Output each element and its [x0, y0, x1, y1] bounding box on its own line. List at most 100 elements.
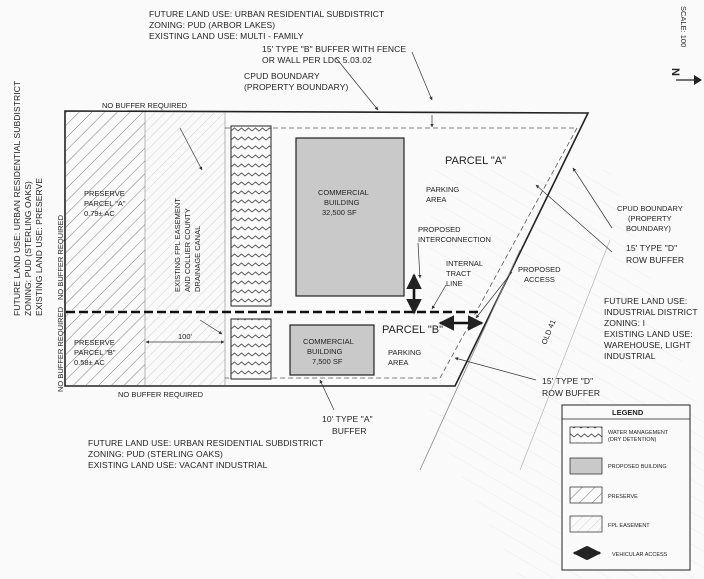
no-buffer-bottom: NO BUFFER REQUIRED [118, 390, 204, 399]
scale-label: SCALE: 100 [679, 6, 688, 47]
leader-row-d-top [535, 184, 613, 253]
commercial-building-b [289, 324, 375, 376]
row-d-top-line-1: 15' TYPE "D" [626, 243, 677, 253]
interconnection-line-1: PROPOSED [418, 225, 461, 234]
legend-item-water-label: WATER MANAGEMENT [608, 430, 669, 436]
internal-tract-line-1: INTERNAL [446, 259, 483, 268]
parking-a-line-1: PARKING [426, 185, 459, 194]
internal-tract-line-2: TRACT [446, 269, 471, 278]
right-note-line-4: EXISTING LAND USE: [604, 329, 693, 339]
access-line-2: ACCESS [524, 275, 555, 284]
parking-b-line-2: AREA [388, 358, 408, 367]
buffer-b-line-2: OR WALL PER LDC 5.03.02 [262, 55, 372, 65]
leader-buffer-a [319, 379, 335, 411]
leader-fpl [179, 127, 203, 171]
cpud-right-line-3: BOUNDARY) [626, 224, 671, 233]
legend-swatch-fpl [569, 515, 603, 533]
no-buffer-left-a: NO BUFFER REQUIRED [56, 214, 65, 300]
leader-row-d-bottom [454, 357, 537, 381]
legend-swatch-water [569, 426, 603, 444]
legend-swatch-preserve [569, 486, 603, 504]
north-arrow: SCALE: 100 N [669, 6, 702, 85]
right-note-line-6: INDUSTRIAL [604, 351, 656, 361]
legend-swatch-building [569, 457, 603, 475]
dimension-label: 100' [178, 332, 193, 341]
preserve-b-line-1: PRESERVE [74, 338, 115, 347]
fpl-label: EXISTING FPL EASEMENT AND COLLIER COUNTY… [173, 198, 202, 292]
commercial-building-a [295, 137, 405, 297]
leader-access [475, 271, 513, 319]
building-a-line-1: COMMERCIAL [318, 188, 369, 197]
no-buffer-top: NO BUFFER REQUIRED [102, 101, 188, 110]
bottom-note-line-1: FUTURE LAND USE: URBAN RESIDENTIAL SUBDI… [88, 438, 323, 448]
top-note-line-1: FUTURE LAND USE: URBAN RESIDENTIAL SUBDI… [149, 9, 384, 19]
right-note-line-1: FUTURE LAND USE: [604, 296, 687, 306]
access-line-1: PROPOSED [518, 265, 561, 274]
leader-buffer-b [411, 51, 433, 101]
legend-item-access-label: VEHICULAR ACCESS [612, 552, 668, 558]
cpud-top-line-2: (PROPERTY BOUNDARY) [244, 82, 348, 92]
left-note-line-3: EXISTING LAND USE: PRESERVE [34, 178, 44, 316]
fpl-easement-area-b [145, 314, 225, 385]
right-note-line-2: INDUSTRIAL DISTRICT [604, 307, 698, 317]
setback-line [225, 127, 578, 379]
parking-b-line-1: PARKING [388, 348, 421, 357]
cpud-right-line-1: CPUD BOUNDARY [617, 204, 683, 213]
cpud-right-line-2: (PROPERTY [628, 214, 672, 223]
cpud-boundary [64, 110, 590, 387]
preserve-parcel-b-area [66, 314, 145, 385]
buffer-a-line-1: 10' TYPE "A" [322, 414, 373, 424]
leader-cpud-top [335, 57, 379, 111]
dry-detention-b-pattern [231, 319, 271, 379]
right-note-line-3: ZONING: I [604, 318, 645, 328]
fpl-line-1: EXISTING FPL EASEMENT [173, 198, 182, 292]
preserve-a-line-1: PRESERVE [84, 189, 125, 198]
bottom-note-line-2: ZONING: PUD (STERLING OAKS) [88, 449, 223, 459]
fpl-line-3: DRAINAGE CANAL [193, 226, 202, 292]
right-note-line-5: WAREHOUSE, LIGHT [604, 340, 691, 350]
legend-item-water-sub: (DRY DETENTION) [608, 437, 657, 443]
building-b-line-2: BUILDING [307, 347, 343, 356]
bottom-note-line-3: EXISTING LAND USE: VACANT INDUSTRIAL [88, 460, 268, 470]
buffer-a-line-2: BUFFER [332, 426, 367, 436]
parcel-a-label: PARCEL "A" [445, 155, 506, 167]
left-note: FUTURE LAND USE: URBAN RESIDENTIAL SUBDI… [12, 81, 44, 316]
legend-item-preserve-label: PRESERVE [608, 494, 638, 500]
building-b-line-3: 7,500 SF [312, 357, 343, 366]
north-letter: N [669, 68, 681, 76]
legend-item-building-label: PROPOSED BUILDING [608, 464, 667, 470]
row-d-top-line-2: ROW BUFFER [626, 255, 684, 265]
parking-a-line-2: AREA [426, 195, 446, 204]
leader-cpud-right [572, 167, 613, 229]
road-edge-2 [519, 239, 611, 471]
north-arrow-head [694, 75, 702, 85]
road-edge-1 [419, 249, 521, 471]
no-buffer-left-b: NO BUFFER REQUIRED [56, 306, 65, 392]
internal-tract-line-3: LINE [446, 279, 463, 288]
top-note-line-2: ZONING: PUD (ARBOR LAKES) [149, 20, 275, 30]
leader-internal-tract [431, 284, 447, 310]
preserve-a-line-3: 0.79± AC [84, 209, 115, 218]
row-d-bottom-line-2: ROW BUFFER [542, 388, 600, 398]
preserve-b-line-2: PARCEL "B" [74, 348, 116, 357]
leader-fpl-2 [199, 319, 223, 335]
top-note-line-3: EXISTING LAND USE: MULTI - FAMILY [149, 31, 304, 41]
preserve-a-line-2: PARCEL "A" [84, 199, 126, 208]
fpl-line-2: AND COLLIER COUNTY [183, 208, 192, 292]
leader-interconnection [417, 242, 422, 279]
dry-detention-a-pattern [231, 126, 271, 306]
preserve-parcel-a-area [66, 112, 145, 310]
left-note-line-2: ZONING: PUD (STERLING OAKS) [23, 181, 33, 316]
row-d-bottom-line-1: 15' TYPE "D" [542, 376, 593, 386]
legend-title: LEGEND [612, 408, 644, 417]
building-a-line-2: BUILDING [324, 198, 360, 207]
interconnection-line-2: INTERCONNECTION [418, 235, 491, 244]
left-note-line-1: FUTURE LAND USE: URBAN RESIDENTIAL SUBDI… [12, 81, 22, 316]
legend-item-fpl-label: FPL EASEMENT [608, 523, 650, 529]
fpl-easement-area-a [145, 112, 225, 310]
buffer-b-line-1: 15' TYPE "B" BUFFER WITH FENCE [262, 44, 406, 54]
parcel-b-label: PARCEL "B" [382, 324, 443, 336]
legend: LEGEND WATER MANAGEMENT (DRY DETENTION) … [561, 404, 691, 571]
